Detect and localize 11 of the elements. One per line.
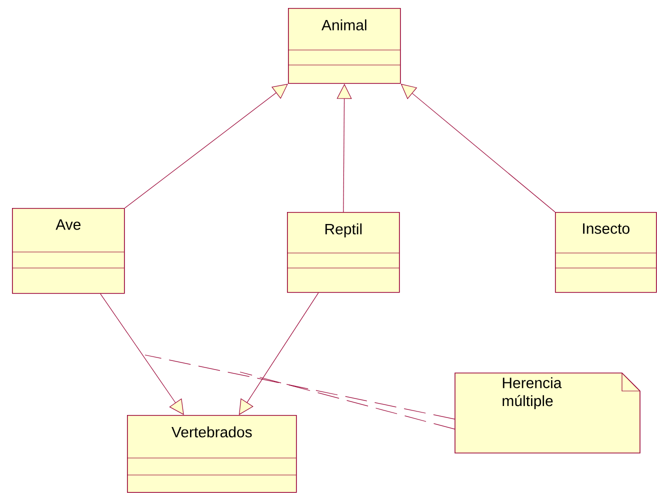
note-box: Herencia múltiple	[454, 372, 640, 454]
connector	[240, 372, 456, 430]
inheritance-arrow	[124, 84, 288, 208]
class-box: Vertebrados	[126, 415, 297, 493]
connector	[144, 354, 456, 420]
class-box: Animal	[288, 8, 401, 84]
class-box: Reptil	[286, 212, 400, 293]
class-box: Insecto	[554, 212, 657, 293]
inheritance-arrow	[100, 294, 184, 415]
inheritance-arrow	[238, 292, 319, 415]
class-box: Ave	[12, 208, 125, 294]
